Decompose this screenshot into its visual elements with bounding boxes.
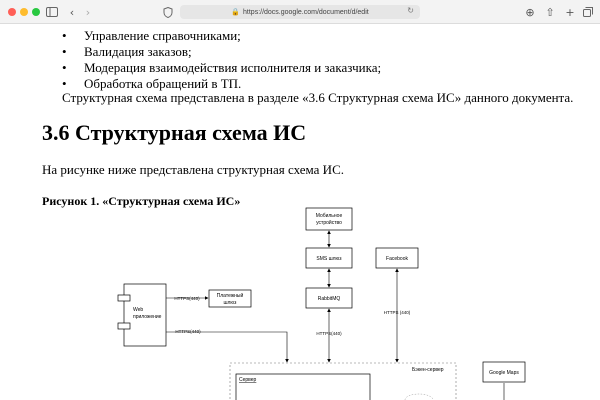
- list-item: Управление справочниками;: [62, 28, 381, 44]
- list-item: Модерация взаимодействия исполнителя и з…: [62, 60, 381, 76]
- mobile-device-label-1: Мобильное: [316, 213, 343, 219]
- mobile-device-label-2: устройство: [316, 219, 342, 226]
- privacy-shield-icon[interactable]: [160, 4, 176, 20]
- share-icon[interactable]: ⇧: [545, 5, 555, 19]
- facebook-box: Facebook: [375, 247, 419, 269]
- browser-toolbar: ‹ › 🔒 https://docs.google.com/document/d…: [0, 0, 600, 24]
- https-label-rabbit: HTTPS(440): [316, 331, 342, 336]
- back-icon[interactable]: ‹: [69, 5, 75, 19]
- document-page: Управление справочниками; Валидация зака…: [0, 24, 600, 400]
- web-backend-connector: [166, 331, 289, 363]
- backend-label: Бэкен-сервер: [412, 367, 444, 373]
- rabbitmq-box: RabbitMQ: [305, 287, 353, 309]
- facebook-label: Facebook: [386, 256, 408, 262]
- rabbitmq-label: RabbitMQ: [318, 296, 341, 302]
- url-text: https://docs.google.com/document/d/edit: [243, 8, 369, 16]
- sms-gateway-box: SMS шлюз: [305, 247, 353, 269]
- list-item: Валидация заказов;: [62, 44, 381, 60]
- address-bar[interactable]: 🔒 https://docs.google.com/document/d/edi…: [180, 5, 420, 19]
- new-tab-icon[interactable]: +: [565, 5, 575, 19]
- server-label: Сервер: [239, 377, 257, 383]
- bullet-list: Управление справочниками; Валидация зака…: [62, 28, 381, 92]
- figure-title: Рисунок 1. «Структурная схема ИС»: [42, 194, 241, 208]
- lock-icon: 🔒: [231, 9, 241, 16]
- intro-paragraph: На рисунке ниже представлена структурная…: [42, 162, 344, 177]
- sms-gateway-label: SMS шлюз: [316, 256, 342, 262]
- minimize-window-button[interactable]: [20, 8, 28, 16]
- web-app-label-1: Web: [133, 307, 143, 313]
- sidebar-icon[interactable]: [44, 4, 60, 20]
- zoom-window-button[interactable]: [32, 8, 40, 16]
- download-icon[interactable]: ⊕: [525, 5, 535, 19]
- paragraph-reference: Структурная схема представлена в разделе…: [62, 90, 574, 105]
- payment-gateway-label-1: Платежный: [217, 292, 244, 299]
- https-label-web: HTTPS(440): [175, 329, 201, 334]
- list-item: Обработка обращений в ТП.: [62, 76, 381, 92]
- web-app-label-2: приложение: [133, 314, 162, 320]
- google-maps-label: Google Maps: [489, 370, 519, 376]
- database-outline: [404, 393, 434, 400]
- mobile-device-box: Мобильное устройство: [305, 207, 353, 231]
- reload-icon[interactable]: ↻: [407, 6, 414, 15]
- close-window-button[interactable]: [8, 8, 16, 16]
- backend-server-box: Бэкен-сервер Сервер: [229, 362, 457, 400]
- payment-gateway-box: Платежный шлюз: [208, 289, 252, 308]
- web-app-component: Web приложение: [117, 283, 167, 347]
- payment-gateway-label-2: шлюз: [224, 300, 238, 306]
- https-label-payment: HTTPS(440): [174, 296, 200, 301]
- forward-icon[interactable]: ›: [85, 5, 91, 19]
- tab-overview-icon[interactable]: [580, 4, 596, 20]
- google-maps-box: Google Maps: [482, 361, 526, 383]
- https-label-facebook: HTTPS (440): [384, 310, 411, 315]
- section-heading: 3.6 Структурная схема ИС: [42, 120, 307, 145]
- structural-diagram: Мобильное устройство SMS шлюз Facebook H…: [117, 207, 526, 400]
